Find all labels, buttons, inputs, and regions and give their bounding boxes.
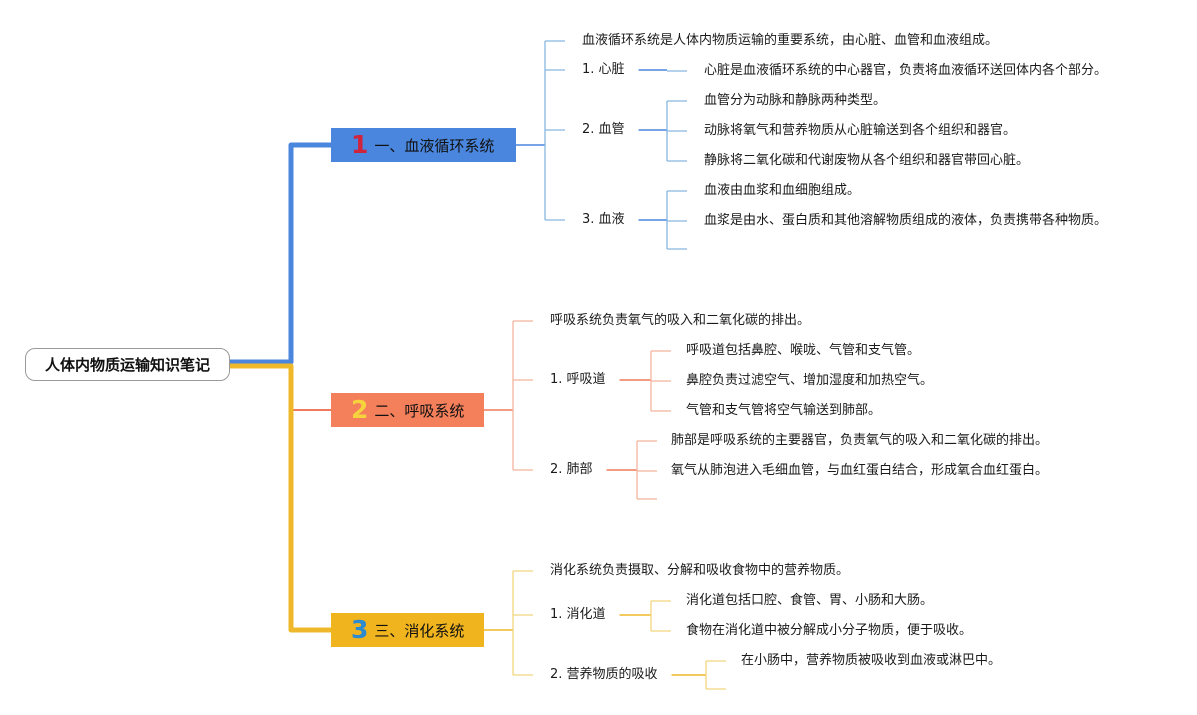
branch-topic-1[interactable]: 1 一、血液循环系统 bbox=[331, 128, 516, 162]
branch-label-1: 一、血液循环系统 bbox=[374, 136, 495, 155]
branch-number-3: 3 bbox=[351, 615, 369, 644]
intro-text-2[interactable]: 呼吸系统负责氧气的吸入和二氧化碳的排出。 bbox=[550, 313, 811, 328]
intro-text-1[interactable]: 血液循环系统是人体内物质运输的重要系统，由心脏、血管和血液组成。 bbox=[582, 33, 999, 48]
section-label-2-1[interactable]: 1. 呼吸道 bbox=[550, 372, 606, 387]
detail-text-1-2-2[interactable]: 动脉将氧气和营养物质从心脏输送到各个组织和器官。 bbox=[704, 123, 1017, 138]
detail-text-1-2-3[interactable]: 静脉将二氧化碳和代谢废物从各个组织和器官带回心脏。 bbox=[704, 153, 1030, 168]
detail-text-1-3-1[interactable]: 血液由血浆和血细胞组成。 bbox=[704, 183, 861, 198]
root-topic-label: 人体内物质运输知识笔记 bbox=[44, 356, 210, 374]
branch-label-2: 二、呼吸系统 bbox=[374, 401, 465, 420]
branch-label-3: 三、消化系统 bbox=[374, 621, 465, 640]
detail-text-3-1-2[interactable]: 食物在消化道中被分解成小分子物质，便于吸收。 bbox=[686, 623, 973, 638]
intro-text-3[interactable]: 消化系统负责摄取、分解和吸收食物中的营养物质。 bbox=[550, 563, 850, 578]
detail-text-1-2-1[interactable]: 血管分为动脉和静脉两种类型。 bbox=[704, 93, 887, 108]
detail-text-2-1-1[interactable]: 呼吸道包括鼻腔、喉咙、气管和支气管。 bbox=[686, 343, 921, 358]
section-label-1-1[interactable]: 1. 心脏 bbox=[582, 62, 625, 77]
detail-text-1-3-2[interactable]: 血浆是由水、蛋白质和其他溶解物质组成的液体，负责携带各种物质。 bbox=[704, 213, 1108, 228]
section-label-1-3[interactable]: 3. 血液 bbox=[582, 212, 625, 227]
root-link-1 bbox=[230, 142, 331, 365]
root-link-3 bbox=[230, 363, 331, 633]
detail-text-2-2-1[interactable]: 肺部是呼吸系统的主要器官，负责氧气的吸入和二氧化碳的排出。 bbox=[671, 433, 1049, 448]
detail-text-2-1-2[interactable]: 鼻腔负责过滤空气、增加湿度和加热空气。 bbox=[686, 373, 934, 388]
section-label-2-2[interactable]: 2. 肺部 bbox=[550, 462, 593, 477]
section-label-3-1[interactable]: 1. 消化道 bbox=[550, 607, 606, 622]
detail-text-1-1-1[interactable]: 心脏是血液循环系统的中心器官，负责将血液循环送回体内各个部分。 bbox=[704, 63, 1108, 78]
root-link-2 bbox=[230, 364, 331, 411]
detail-text-3-2-1[interactable]: 在小肠中，营养物质被吸收到血液或淋巴中。 bbox=[741, 653, 1002, 668]
branch-topic-3[interactable]: 3 三、消化系统 bbox=[331, 613, 484, 647]
branch-topic-2[interactable]: 2 二、呼吸系统 bbox=[331, 393, 484, 427]
detail-text-2-2-2[interactable]: 氧气从肺泡进入毛细血管，与血红蛋白结合，形成氧合血红蛋白。 bbox=[671, 463, 1049, 478]
branch-number-2: 2 bbox=[351, 395, 369, 424]
section-label-1-2[interactable]: 2. 血管 bbox=[582, 122, 625, 137]
detail-text-2-1-3[interactable]: 气管和支气管将空气输送到肺部。 bbox=[686, 403, 882, 418]
section-label-3-2[interactable]: 2. 营养物质的吸收 bbox=[550, 667, 658, 682]
branch-number-1: 1 bbox=[351, 130, 369, 159]
root-topic[interactable]: 人体内物质运输知识笔记 bbox=[25, 348, 230, 381]
detail-text-3-1-1[interactable]: 消化道包括口腔、食管、胃、小肠和大肠。 bbox=[686, 593, 934, 608]
